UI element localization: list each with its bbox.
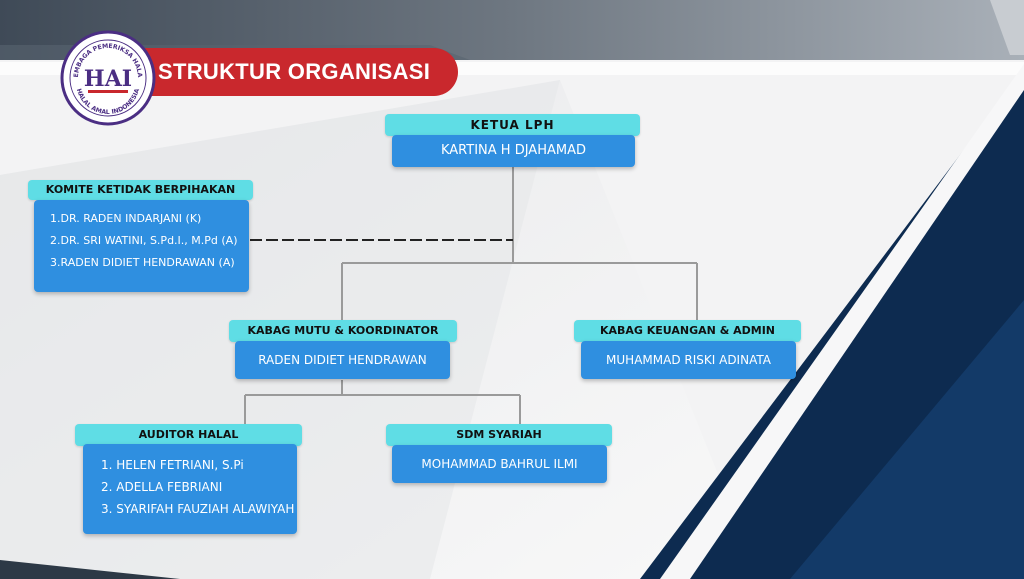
- navy-accent: [790, 300, 1024, 579]
- header-banner: [108, 48, 458, 96]
- mutu-title: KABAG MUTU & KOORDINATOR: [229, 320, 457, 342]
- sdm-title: SDM SYARIAH: [386, 424, 612, 446]
- keuangan-name: MUHAMMAD RISKI ADINATA: [581, 341, 796, 379]
- top-right-grey: [990, 0, 1024, 55]
- page-title: STRUKTUR ORGANISASI: [158, 59, 431, 84]
- list-item: 2. ADELLA FEBRIANI: [101, 480, 223, 494]
- komite-members: 1.DR. RADEN INDARJANI (K) 2.DR. SRI WATI…: [50, 208, 249, 274]
- ketua-name: KARTINA H DJAHAMAD: [392, 135, 635, 167]
- list-item: 3.RADEN DIDIET HENDRAWAN (A): [50, 256, 235, 269]
- list-item: 2.DR. SRI WATINI, S.Pd.I., M.Pd (A): [50, 234, 238, 247]
- komite-card: 1.DR. RADEN INDARJANI (K) 2.DR. SRI WATI…: [34, 200, 249, 292]
- sdm-name: MOHAMMAD BAHRUL ILMI: [392, 445, 607, 483]
- auditor-card: 1. HELEN FETRIANI, S.Pi 2. ADELLA FEBRIA…: [83, 444, 297, 534]
- mutu-name: RADEN DIDIET HENDRAWAN: [235, 341, 450, 379]
- auditor-title: AUDITOR HALAL: [75, 424, 302, 446]
- left-dark-strip: [0, 560, 180, 579]
- light-slash: [660, 64, 1024, 579]
- auditor-members: 1. HELEN FETRIANI, S.Pi 2. ADELLA FEBRIA…: [101, 454, 297, 520]
- lph-hai-logo-icon: LEMBAGA PEMERIKSA HALAL HALAL AMAL INDON…: [60, 30, 156, 126]
- list-item: 3. SYARIFAH FAUZIAH ALAWIYAH: [101, 502, 295, 516]
- ketua-title: KETUA LPH: [385, 114, 640, 136]
- list-item: 1. HELEN FETRIANI, S.Pi: [101, 458, 244, 472]
- list-item: 1.DR. RADEN INDARJANI (K): [50, 212, 202, 225]
- keuangan-title: KABAG KEUANGAN & ADMIN: [574, 320, 801, 342]
- svg-text:HAI: HAI: [84, 66, 132, 92]
- komite-title: KOMITE KETIDAK BERPIHAKAN: [28, 180, 253, 200]
